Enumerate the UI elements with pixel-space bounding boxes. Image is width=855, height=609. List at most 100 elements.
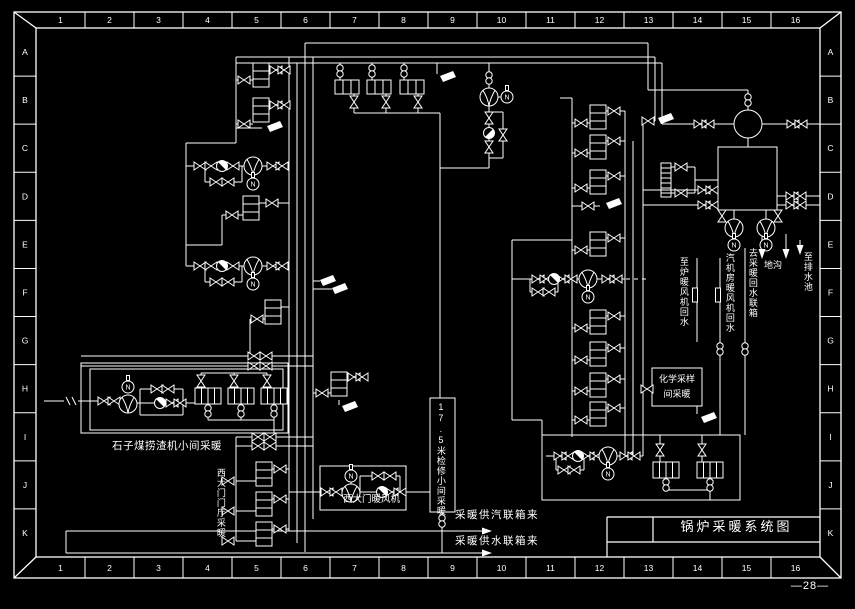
valve-icon (204, 161, 218, 171)
motor-label: N (125, 385, 130, 392)
valve-icon (371, 471, 385, 481)
radiator-icon (399, 79, 425, 95)
radiator-icon (589, 169, 607, 195)
radiator-icon (589, 372, 607, 398)
valve-icon (221, 277, 235, 287)
valve-icon (196, 374, 206, 388)
grid-row-label: K (828, 528, 834, 538)
motor-label: N (605, 472, 610, 479)
grid-col-label: 12 (595, 15, 605, 25)
valve-icon (793, 200, 807, 210)
grid-col-label: 2 (107, 563, 112, 573)
grid-row-label: D (827, 191, 833, 201)
boiler-unit (717, 146, 778, 211)
grid-col-label: 2 (107, 15, 112, 25)
valve-icon (259, 351, 273, 361)
grid-reference-band: 1122334455667788991010111112121313141415… (14, 12, 841, 578)
title-block (606, 516, 820, 557)
grid-col-label: 5 (254, 15, 259, 25)
label-turbine-fan-return: 汽机房暖风机回水 (724, 253, 735, 333)
valve-icon (275, 261, 289, 271)
filter-icon (216, 159, 229, 172)
valve-icon (221, 536, 235, 546)
valve-icon (107, 396, 121, 406)
pump-icon (479, 87, 499, 107)
valve-icon (574, 355, 588, 365)
label-water-header: 采暖供水联箱来 (455, 535, 539, 547)
radiator-icon (255, 521, 273, 547)
label-trench: 地沟 (764, 260, 783, 270)
valve-icon (705, 200, 719, 210)
grid-row-label: C (827, 143, 833, 153)
valve-icon (574, 386, 588, 396)
grid-row-label: I (829, 432, 831, 442)
flow-arrow-icon (782, 249, 790, 259)
grid-col-label: 14 (693, 563, 703, 573)
radiator-icon (255, 461, 273, 487)
grid-col-label: 16 (791, 563, 801, 573)
valve-icon (193, 161, 207, 171)
valve-icon (263, 441, 277, 451)
radiator-icon (194, 387, 222, 405)
grid-row-label: D (22, 191, 28, 201)
radiator-icon (589, 104, 607, 130)
valve-icon (265, 198, 279, 208)
pipe-sleeve-icon (692, 287, 698, 303)
bottom-right-unit-box (541, 434, 741, 501)
valve-icon (564, 274, 578, 284)
steam-trap-icon (741, 342, 749, 356)
valve-icon (209, 177, 223, 187)
grid-col-label: 11 (546, 563, 555, 573)
grid-row-label: F (828, 288, 833, 298)
grid-col-label: 9 (450, 563, 455, 573)
steam-trap-icon (204, 404, 212, 418)
valve-icon (701, 119, 715, 129)
drawing-title: 锅炉采暖系统图 (680, 519, 793, 534)
valve-icon (273, 494, 287, 504)
grid-col-label: 16 (791, 15, 801, 25)
valve-icon (262, 374, 272, 388)
valve-icon (640, 384, 654, 394)
grid-col-label: 8 (401, 15, 406, 25)
radiator-icon (255, 491, 273, 517)
grid-col-label: 14 (693, 15, 703, 25)
steam-trap-icon (744, 93, 752, 107)
steam-trap-icon (716, 342, 724, 356)
motor-label: N (348, 474, 353, 481)
radiator-icon (589, 309, 607, 335)
radiator-icon (252, 62, 270, 88)
radiator-icon (260, 387, 288, 405)
valve-icon (794, 119, 808, 129)
radiator-icon (264, 299, 282, 325)
grid-row-label: A (828, 47, 834, 57)
valve-icon (531, 287, 545, 297)
flow-arrow-icon (267, 121, 283, 132)
valve-icon (607, 233, 621, 243)
motor-label: N (250, 182, 255, 189)
grid-col-label: 13 (644, 563, 654, 573)
grid-row-label: A (22, 47, 28, 57)
valve-icon (574, 118, 588, 128)
valve-icon (226, 261, 240, 271)
valve-icon (204, 261, 218, 271)
radiator-icon (366, 79, 392, 95)
coal-room-outer-box (80, 362, 289, 434)
valve-icon (609, 274, 623, 284)
steam-trap-icon (400, 64, 408, 78)
maintenance-room-box (429, 397, 456, 513)
pump-icon (118, 394, 138, 414)
valve-icon (607, 106, 621, 116)
flow-arrow-icon (758, 249, 766, 259)
label-west-gate-hall: 西大门门厅采暖 (215, 468, 226, 538)
valve-icon (607, 136, 621, 146)
grid-row-label: J (828, 480, 832, 490)
valve-icon (717, 209, 727, 223)
valve-icon (773, 209, 783, 223)
valve-icon (542, 287, 556, 297)
valve-icon (607, 343, 621, 353)
valve-icon (251, 432, 265, 442)
label-west-gate-fan: 西大门暖风机 (343, 494, 401, 505)
valve-icon (567, 465, 581, 475)
grid-col-label: 10 (497, 15, 507, 25)
